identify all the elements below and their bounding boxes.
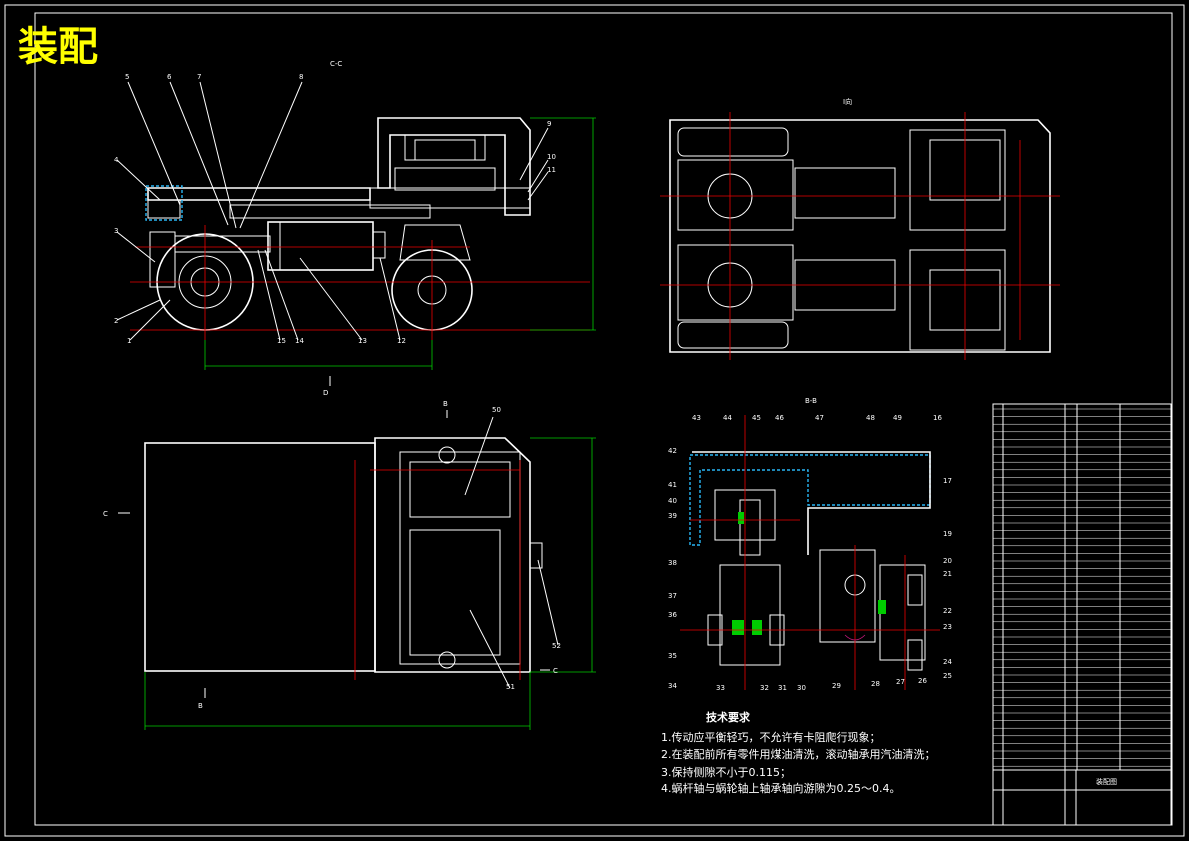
top-view-i: I向 (660, 97, 1060, 360)
bb-balloon-36: 36 (668, 611, 677, 619)
inner-border (34, 12, 1173, 826)
bb-balloon-42: 42 (668, 447, 677, 455)
section-arrow-b-top: B (443, 400, 448, 408)
section-label-cc: C-C (330, 60, 342, 68)
bb-balloon-39: 39 (668, 512, 677, 520)
bb-balloon-35: 35 (668, 652, 677, 660)
bb-balloon-38: 38 (668, 559, 677, 567)
bb-balloon-44: 44 (723, 414, 732, 422)
drawing-title: 装配 (18, 24, 98, 70)
top-balloon-8: 8 (299, 73, 303, 81)
section-view-bb: B-B (680, 397, 940, 690)
bb-balloon-30: 30 (797, 684, 806, 692)
bb-balloon-22: 22 (943, 607, 952, 615)
bb-balloon-41: 41 (668, 481, 677, 489)
section-arrow-c-right: C (553, 667, 558, 675)
bb-balloon-43: 43 (692, 414, 701, 422)
bb-balloon-45: 45 (752, 414, 761, 422)
bb-balloon-23: 23 (943, 623, 952, 631)
tech-item-3: 3.保持侧隙不小于0.115； (661, 765, 791, 779)
bb-balloon-32: 32 (760, 684, 769, 692)
bb-balloon-31: 31 (778, 684, 787, 692)
top-balloon-5: 5 (125, 73, 129, 81)
bb-balloon-37: 37 (668, 592, 677, 600)
bb-balloon-25: 25 (943, 672, 952, 680)
plan-balloon-51: 51 (506, 683, 515, 691)
bb-balloon-20: 20 (943, 557, 952, 565)
bb-balloon-26: 26 (918, 677, 927, 685)
bb-balloon-47: 47 (815, 414, 824, 422)
top-balloon-11: 11 (547, 166, 556, 174)
top-balloon-10: 10 (547, 153, 556, 161)
section-arrow-c-left: C (103, 510, 108, 518)
view-arrow-d: D (323, 389, 328, 397)
bb-balloon-29: 29 (832, 682, 841, 690)
bb-balloon-19: 19 (943, 530, 952, 538)
top-balloon-12: 12 (397, 337, 406, 345)
parts-list: 装配图 (992, 403, 1172, 826)
tech-item-4: 4.蜗杆轴与蜗轮轴上轴承轴向游隙为0.25～0.4。 (661, 781, 900, 795)
bb-balloon-27: 27 (896, 678, 905, 686)
side-view-cc: C-C D (116, 60, 596, 397)
bb-balloon-21: 21 (943, 570, 952, 578)
section-label-bb: B-B (805, 397, 817, 405)
top-balloon-3: 3 (114, 227, 118, 235)
tech-item-2: 2.在装配前所有零件用煤油清洗，滚动轴承用汽油清洗； (661, 747, 936, 761)
top-balloon-9: 9 (547, 120, 551, 128)
bb-balloon-33: 33 (716, 684, 725, 692)
top-balloon-14: 14 (295, 337, 304, 345)
plan-balloon-50: 50 (492, 406, 501, 414)
top-balloon-6: 6 (167, 73, 172, 81)
bb-balloon-28: 28 (871, 680, 880, 688)
bb-balloon-49: 49 (893, 414, 902, 422)
bb-balloon-17: 17 (943, 477, 952, 485)
bb-balloon-40: 40 (668, 497, 677, 505)
title-block-label: 装配图 (1096, 777, 1117, 786)
section-label-i: I向 (843, 97, 852, 106)
top-balloon-4: 4 (114, 156, 119, 164)
top-balloon-15: 15 (277, 337, 286, 345)
section-arrow-b-bottom: B (198, 702, 203, 710)
technical-requirements: 技术要求 1.传动应平衡轻巧，不允许有卡阻爬行现象； 2.在装配前所有零件用煤油… (661, 710, 936, 795)
top-balloon-13: 13 (358, 337, 367, 345)
tech-item-1: 1.传动应平衡轻巧，不允许有卡阻爬行现象； (661, 730, 881, 744)
plan-view: B C C B (103, 400, 596, 730)
tech-heading: 技术要求 (706, 710, 751, 724)
plan-balloon-52: 52 (552, 642, 561, 650)
outer-border (4, 4, 1185, 837)
top-balloon-2: 2 (114, 317, 118, 325)
bb-balloon-34: 34 (668, 682, 677, 690)
bb-balloon-46: 46 (775, 414, 784, 422)
top-balloon-7: 7 (197, 73, 201, 81)
bb-balloon-48: 48 (866, 414, 875, 422)
bb-balloon-24: 24 (943, 658, 952, 666)
bb-balloon-16: 16 (933, 414, 942, 422)
top-balloon-1: 1 (127, 337, 131, 345)
